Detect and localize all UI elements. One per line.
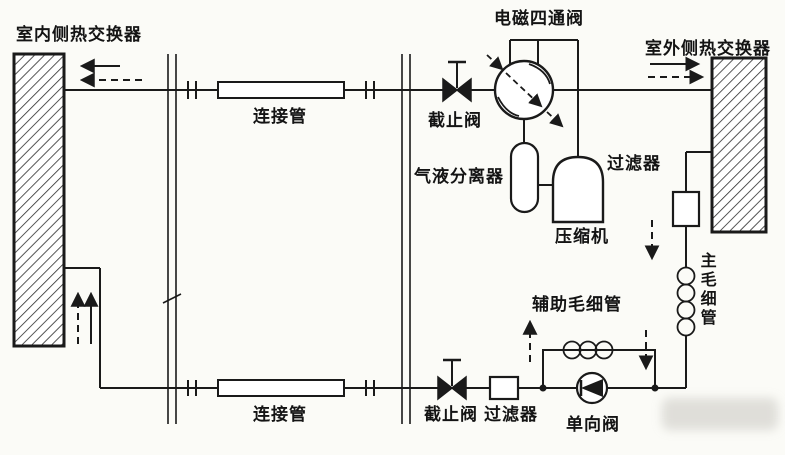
outdoor-heat-exchanger — [710, 56, 768, 234]
right-liquid-line — [671, 151, 712, 337]
check-valve-triangle — [581, 379, 603, 397]
four-way-valve-label: 电磁四通阀 — [494, 9, 584, 29]
valve-port-arc — [497, 96, 520, 117]
bottom-pipe — [64, 267, 687, 397]
watermark-smudge — [662, 398, 778, 430]
check-valve-label: 单向阀 — [566, 415, 620, 435]
aux-capillary-label: 辅助毛细管 — [532, 295, 622, 315]
connecting-pipe-bottom-label: 连接管 — [253, 405, 307, 425]
connecting-pipe-top-label: 连接管 — [253, 107, 307, 127]
connecting-pipe-top — [217, 81, 345, 99]
wall-break-mark — [162, 293, 182, 304]
aux-capillary-coil — [562, 340, 614, 360]
valve-flow-arrow — [505, 72, 543, 108]
main-capillary-coil — [676, 266, 696, 337]
four-way-valve — [486, 39, 579, 157]
main-capillary-label: 主毛细管 — [697, 252, 717, 328]
indoor-heat-exchanger — [12, 52, 66, 348]
stop-valve-bottom — [437, 358, 467, 401]
boundary-lines-right — [401, 54, 411, 424]
filter-bottom-label: 过滤器 — [484, 405, 538, 425]
outdoor-hx-label: 室外侧热交换器 — [645, 39, 771, 59]
valve-port-arc — [528, 63, 551, 85]
compressor — [551, 155, 605, 224]
filter-right — [671, 190, 701, 228]
indoor-hx-label: 室内侧热交换器 — [16, 25, 142, 45]
stop-valve-top-label: 截止阀 — [428, 111, 482, 131]
stop-valve-top — [442, 60, 472, 103]
gas-liquid-separator — [509, 119, 553, 214]
filter-bottom — [488, 375, 520, 401]
check-valve — [575, 371, 609, 405]
aux-capillary-branch — [542, 340, 656, 388]
valve-inlet-arrow — [486, 54, 504, 71]
gas-liquid-separator-label: 气液分离器 — [414, 167, 504, 187]
stop-valve-bottom-label: 截止阀 — [424, 405, 478, 425]
compressor-label: 压缩机 — [555, 227, 609, 247]
connecting-pipe-bottom — [217, 379, 345, 397]
flow-arrows — [70, 56, 705, 371]
valve-outlet-arrow — [546, 111, 564, 128]
filter-right-label: 过滤器 — [607, 154, 661, 174]
top-pipe — [64, 81, 712, 99]
boundary-lines-left — [162, 54, 182, 424]
